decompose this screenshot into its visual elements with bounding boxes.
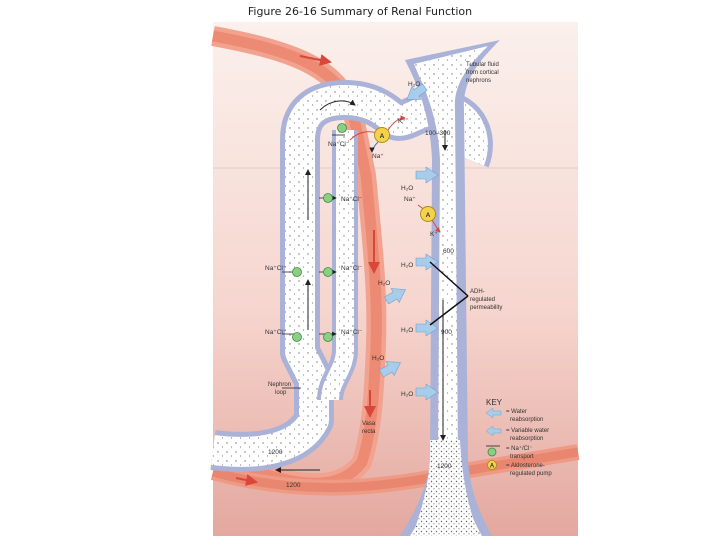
svg-text:H₂O: H₂O: [401, 262, 413, 269]
aldosterone-pump-icon: [420, 206, 436, 222]
svg-text:900: 900: [441, 329, 452, 336]
water-reabsorption-key-icon: [485, 407, 502, 419]
svg-text:Na⁺Cl⁻: Na⁺Cl⁻: [341, 329, 363, 336]
aldosterone-pump-key-icon: [487, 460, 497, 470]
water-arrow: [415, 253, 439, 271]
water-arrow: [415, 166, 439, 184]
substance-labels: H₂O K⁺ Na⁺Cl⁻ Na⁺ H₂O Na⁺Cl⁻ Na⁺ K⁺ H₂O …: [265, 81, 438, 398]
vasa-recta-label: Vasa recta: [362, 421, 376, 435]
adh-pointer: [429, 261, 469, 326]
svg-text:Nephron: Nephron: [268, 382, 291, 388]
svg-text:K⁺: K⁺: [398, 118, 406, 125]
nephron-loop-label: Nephron loop: [268, 382, 291, 396]
svg-text:= Aldosterone-: = Aldosterone-: [506, 463, 545, 469]
svg-text:loop: loop: [275, 390, 287, 396]
svg-text:= Variable water: = Variable water: [506, 428, 549, 434]
svg-text:1200: 1200: [268, 449, 283, 456]
transporter-icon: [292, 267, 302, 277]
svg-text:H₂O: H₂O: [401, 185, 413, 192]
svg-text:= Na⁺/Cl⁻: = Na⁺/Cl⁻: [506, 445, 533, 452]
svg-text:K⁺: K⁺: [430, 231, 438, 238]
transporter-icon: [323, 193, 333, 203]
svg-text:Na⁺Cl⁻: Na⁺Cl⁻: [328, 141, 350, 148]
svg-text:Na⁺Cl⁻: Na⁺Cl⁻: [265, 329, 287, 336]
water-arrow: [415, 319, 439, 337]
osmolarity-values: 100–300 600 900 1200 1200 1200: [268, 130, 454, 489]
svg-text:A: A: [426, 212, 431, 219]
figure-title: Figure 26-16 Summary of Renal Function: [247, 5, 473, 18]
svg-text:reabsorption: reabsorption: [510, 436, 543, 442]
svg-text:reabsorption: reabsorption: [510, 417, 543, 423]
transporter-icon: [323, 332, 333, 342]
svg-text:A: A: [380, 133, 385, 140]
water-arrows: [379, 83, 439, 401]
svg-text:permeability: permeability: [470, 305, 502, 311]
water-arrow: [415, 383, 439, 401]
transporter-icon: [292, 332, 302, 342]
svg-text:from cortical: from cortical: [466, 70, 499, 76]
svg-text:H₂O: H₂O: [378, 280, 390, 287]
nacl-transport-key-icon: [487, 447, 497, 457]
water-arrow: [384, 288, 406, 305]
svg-text:Na⁺: Na⁺: [404, 196, 416, 203]
svg-text:1200: 1200: [286, 482, 301, 489]
aldosterone-pumps: A A: [349, 115, 441, 233]
svg-text:H₂O: H₂O: [401, 327, 413, 334]
svg-text:ADH-: ADH-: [470, 289, 485, 295]
svg-text:Tubular fluid: Tubular fluid: [466, 62, 499, 68]
water-arrow: [379, 361, 401, 378]
collecting-duct: [400, 40, 500, 536]
svg-text:regulated pump: regulated pump: [510, 471, 552, 477]
svg-text:= Water: = Water: [506, 409, 527, 415]
transporter-icon: [323, 267, 333, 277]
svg-text:Vasa: Vasa: [362, 421, 376, 427]
aldosterone-pump-icon: [374, 127, 390, 143]
svg-text:A: A: [490, 464, 495, 470]
adh-label: ADH- regulated permeability: [470, 289, 502, 311]
svg-text:H₂O: H₂O: [372, 355, 384, 362]
svg-text:Na⁺Cl⁻: Na⁺Cl⁻: [341, 196, 363, 203]
svg-text:recta: recta: [362, 429, 376, 435]
svg-text:regulated: regulated: [470, 297, 495, 303]
key-legend: KEY = Water reabsorption = Variable wate…: [485, 398, 552, 477]
water-arrow: [406, 83, 428, 101]
svg-text:H₂O: H₂O: [401, 391, 413, 398]
svg-text:nephrons: nephrons: [466, 78, 491, 84]
svg-text:600: 600: [443, 248, 454, 255]
flow-arrows: [275, 99, 448, 473]
svg-text:transport: transport: [510, 454, 534, 460]
key-title: KEY: [486, 398, 503, 407]
variable-water-key-icon: [485, 425, 502, 437]
svg-text:100–300: 100–300: [425, 130, 451, 137]
nacl-transporters: [282, 123, 347, 342]
svg-text:Na⁺: Na⁺: [372, 153, 384, 160]
svg-text:1200: 1200: [437, 463, 452, 470]
svg-text:Na⁺Cl⁻: Na⁺Cl⁻: [265, 265, 287, 272]
svg-text:H₂O: H₂O: [408, 81, 420, 88]
tubular-fluid-label: Tubular fluid from cortical nephrons: [466, 62, 499, 84]
svg-text:Na⁺Cl⁻: Na⁺Cl⁻: [341, 265, 363, 272]
transporter-icon: [337, 123, 347, 133]
